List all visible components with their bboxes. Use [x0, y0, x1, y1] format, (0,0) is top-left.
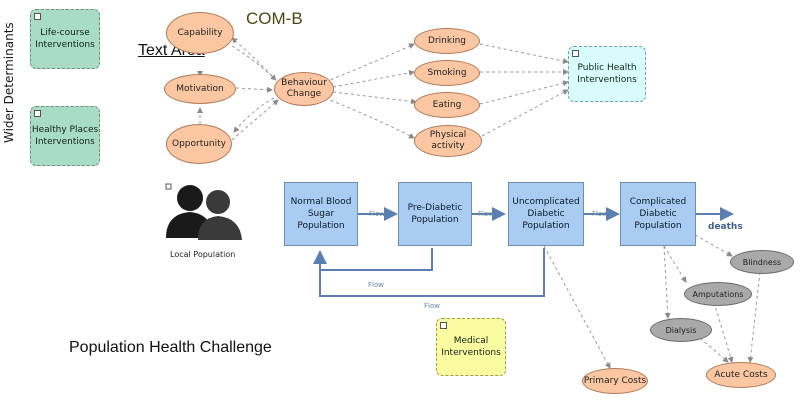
pin-icon: [34, 13, 41, 20]
smoking-node[interactable]: Smoking: [414, 60, 480, 86]
physical-activity-node[interactable]: Physical activity: [414, 125, 482, 157]
uncomplicated-diabetic-stock[interactable]: Uncomplicated Diabetic Population: [508, 182, 584, 246]
public-health-interventions-box[interactable]: Public Health Interventions: [568, 46, 646, 102]
flow-label[interactable]: Flow: [369, 210, 385, 218]
opportunity-node[interactable]: Opportunity: [166, 124, 232, 164]
motivation-node[interactable]: Motivation: [164, 74, 236, 104]
flow-label[interactable]: Flow: [478, 210, 494, 218]
population-health-challenge-title: Population Health Challenge: [69, 339, 272, 356]
life-course-interventions-box[interactable]: Life-course Interventions: [30, 9, 100, 69]
amputations-node[interactable]: Amputations: [684, 282, 752, 306]
deaths-label[interactable]: deaths: [708, 222, 743, 232]
drinking-node[interactable]: Drinking: [414, 28, 480, 54]
comb-title: COM-B: [246, 9, 303, 28]
flow-label[interactable]: Flow: [424, 302, 440, 310]
flow-label[interactable]: Flow: [368, 281, 384, 289]
eating-node[interactable]: Eating: [414, 92, 480, 118]
capability-node[interactable]: Capability: [166, 12, 234, 54]
acute-costs-node[interactable]: Acute Costs: [706, 362, 776, 388]
dialysis-node[interactable]: Dialysis: [650, 318, 712, 342]
medical-interventions-box[interactable]: Medical Interventions: [436, 318, 506, 376]
flow-label[interactable]: Flow: [592, 210, 608, 218]
pin-icon: [440, 322, 447, 329]
normal-blood-sugar-stock[interactable]: Normal Blood Sugar Population: [284, 182, 358, 246]
healthy-places-interventions-box[interactable]: Healthy Places Interventions: [30, 106, 100, 166]
complicated-diabetic-stock[interactable]: Complicated Diabetic Population: [620, 182, 696, 246]
wider-determinants-label: Wider Determinants: [2, 22, 16, 143]
pin-icon: [34, 110, 41, 117]
local-population-label: Local Population: [170, 250, 236, 259]
blindness-node[interactable]: Blindness: [730, 250, 794, 274]
pin-icon: [572, 50, 579, 57]
behaviour-change-node[interactable]: Behaviour Change: [274, 72, 334, 106]
pre-diabetic-stock[interactable]: Pre-Diabetic Population: [398, 182, 472, 246]
primary-costs-node[interactable]: Primary Costs: [582, 368, 648, 394]
local-population-icon[interactable]: [160, 182, 250, 242]
